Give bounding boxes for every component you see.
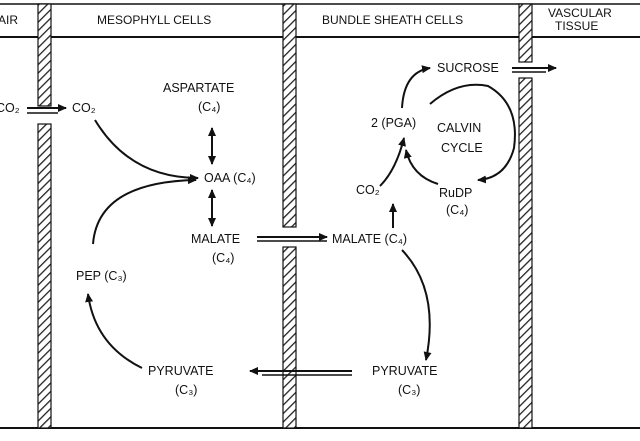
label-sucrose: SUCROSE: [437, 61, 499, 75]
label-calvin-1: CALVIN: [437, 121, 481, 135]
arrow-rudp-to-pga: [403, 149, 439, 185]
label-pyruvate-mesophyll: PYRUVATE: [148, 364, 214, 378]
label-pyruvate-mesophyll-c3: (C₃): [175, 383, 197, 397]
header-vascular-1: VASCULAR: [548, 6, 612, 20]
header-mesophyll: MESOPHYLL CELLS: [97, 13, 211, 27]
label-malate-bundle: MALATE (C₄): [332, 232, 407, 246]
arrow-pep-to-oaa: [92, 176, 197, 245]
wall-mesophyll-bundle: [282, 3, 297, 429]
wall-air-mesophyll: [37, 3, 52, 429]
arrow-co2-to-oaa: [94, 119, 199, 182]
arrow-calvin-cycle-right: [429, 83, 516, 184]
wall-bundle-vascular: [518, 3, 533, 429]
label-rudp: RuDP: [439, 186, 472, 200]
label-pga: 2 (PGA): [371, 116, 416, 130]
label-aspartate: ASPARTATE: [163, 81, 234, 95]
label-malate-mesophyll-c4: (C₄): [212, 251, 234, 265]
label-oaa: OAA (C₄): [204, 171, 256, 185]
label-co2-bundle: CO₂: [356, 183, 380, 197]
label-pep: PEP (C₃): [76, 269, 127, 283]
arrow-pga-to-sucrose: [401, 65, 431, 109]
arrow-malate-to-pyruvate: [401, 249, 432, 361]
arrow-co2-to-pga: [379, 137, 406, 187]
header-bundle-sheath: BUNDLE SHEATH CELLS: [322, 13, 463, 27]
label-aspartate-c4: (C₄): [198, 100, 220, 114]
label-malate-mesophyll: MALATE: [191, 232, 240, 246]
label-co2-mesophyll: CO₂: [72, 101, 96, 115]
label-pyruvate-bundle-c3: (C₃): [398, 383, 420, 397]
label-calvin-2: CYCLE: [441, 141, 483, 155]
header-air: AIR: [0, 13, 18, 27]
arrow-pyruvate-to-pep: [85, 293, 143, 369]
label-co2-air: CO₂: [0, 101, 20, 115]
label-pyruvate-bundle: PYRUVATE: [372, 364, 438, 378]
label-rudp-c4: (C₄): [446, 203, 468, 217]
header-vascular-2: TISSUE: [555, 19, 598, 33]
